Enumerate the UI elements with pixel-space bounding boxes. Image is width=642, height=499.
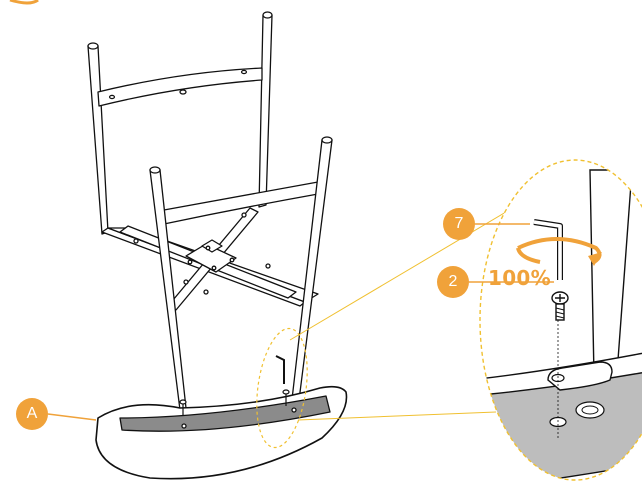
- upper-back-rail: [97, 67, 263, 107]
- torque-label: 100%: [488, 266, 551, 290]
- front-leg-right: [290, 139, 333, 409]
- zoom-connector-bottom: [297, 411, 497, 421]
- stool-frame: [87, 11, 348, 480]
- back-leg-right: [258, 14, 273, 208]
- center-plate: [185, 243, 237, 273]
- front-upper-rail: [163, 181, 319, 225]
- back-leg-left: [87, 45, 109, 235]
- rotation-arrow-icon: [516, 237, 602, 266]
- callout-seat-badge: A: [16, 398, 48, 430]
- zoom-detail: [480, 160, 642, 480]
- small-screws: [179, 355, 290, 416]
- zoom-source-circle: [256, 327, 308, 449]
- callout-hex-key-badge: 7: [443, 208, 475, 240]
- callout-a-leader: [47, 413, 97, 421]
- orange-arc-fragment: [9, 0, 39, 5]
- zoom-border: [479, 159, 642, 481]
- screw-icon: [551, 291, 569, 321]
- callout-screw-badge: 2: [437, 266, 469, 298]
- hex-key-icon: [533, 219, 563, 280]
